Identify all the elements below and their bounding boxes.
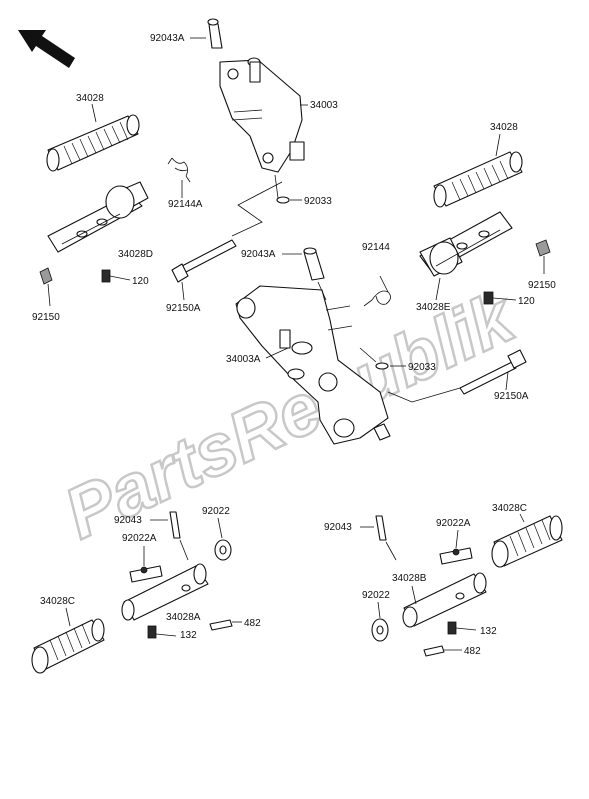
label-34003A: 34003A xyxy=(226,354,261,365)
label-92043A-mid: 92043A xyxy=(241,249,276,260)
leader-132-left xyxy=(155,633,177,637)
label-92022-left: 92022 xyxy=(202,506,230,517)
screw-132-right xyxy=(447,621,457,635)
bolt-92150-right xyxy=(535,239,551,257)
label-92150A-left: 92150A xyxy=(166,303,201,314)
screw-120-left xyxy=(101,269,111,283)
label-34028E: 34028E xyxy=(416,302,451,313)
washer-92022-left xyxy=(214,539,232,561)
footpeg-34028E xyxy=(419,211,513,277)
spring-92144A xyxy=(167,157,191,183)
rubber-34028C-right xyxy=(491,515,563,568)
bolt-92150-left xyxy=(39,267,53,285)
rubber-34028-left xyxy=(46,114,140,172)
pin-482-left xyxy=(209,619,233,631)
plate-92022A-right xyxy=(439,547,473,565)
label-92144: 92144 xyxy=(362,242,390,253)
leader-92033-mid xyxy=(359,347,377,363)
leader-92150A-left xyxy=(181,281,185,301)
footpeg-34028D xyxy=(47,181,149,253)
leader-132-right xyxy=(455,627,477,631)
label-132-left: 132 xyxy=(180,630,197,641)
leader-34028-right xyxy=(495,133,501,157)
spring-92144 xyxy=(363,275,391,307)
rubber-34028C-left xyxy=(31,618,105,674)
label-482-left: 482 xyxy=(244,618,261,629)
label-92150-left: 92150 xyxy=(32,312,60,323)
label-34028-right: 34028 xyxy=(490,122,518,133)
pin-92043-right xyxy=(375,515,387,541)
leader-34028C-right xyxy=(519,513,525,523)
leader-pin-92043-left xyxy=(179,539,189,561)
label-92022A-right: 92022A xyxy=(436,518,471,529)
leader-92022A-right xyxy=(455,529,459,549)
leader-bolt-right xyxy=(387,387,461,403)
leader-34028-left xyxy=(91,103,97,123)
pin-482-right xyxy=(423,645,445,657)
plate-92022A-left xyxy=(129,565,163,583)
leader-92150-left xyxy=(47,283,51,307)
leader-92033-top xyxy=(274,174,279,199)
pin-92043A-mid xyxy=(303,247,325,281)
label-92150A-right: 92150A xyxy=(494,391,529,402)
bolt-92150A-right xyxy=(459,349,527,395)
leader-92022-right xyxy=(377,601,381,619)
footpeg-34028A xyxy=(121,563,209,621)
direction-arrow-icon xyxy=(18,30,75,68)
label-120-right: 120 xyxy=(518,296,535,307)
leader-pin-92043-right xyxy=(385,541,397,561)
pin-92043-left xyxy=(169,511,181,539)
label-92043A-top: 92043A xyxy=(150,33,185,44)
label-92022-right: 92022 xyxy=(362,590,390,601)
label-34028B: 34028B xyxy=(392,573,427,584)
leader-34003A xyxy=(265,347,289,359)
leader-pin-mid xyxy=(317,281,327,301)
bolt-92150A-left xyxy=(171,239,237,283)
washer-92022-right xyxy=(371,618,389,642)
cotter-92033-mid xyxy=(375,362,389,370)
label-92033-mid: 92033 xyxy=(408,362,436,373)
leader-34028E xyxy=(435,277,441,301)
label-92150-right: 92150 xyxy=(528,280,556,291)
screw-120-right xyxy=(483,291,494,305)
screw-132-left xyxy=(147,625,157,639)
rubber-34028-right xyxy=(433,151,523,208)
label-482-right: 482 xyxy=(464,646,481,657)
footpeg-34028B xyxy=(402,572,487,628)
leader-bolt-left xyxy=(231,181,283,237)
label-34028A: 34028A xyxy=(166,612,201,623)
label-92022A-left: 92022A xyxy=(122,533,157,544)
leader-34028C-left xyxy=(65,607,71,627)
leader-92022-left xyxy=(217,517,223,539)
label-34028C-left: 34028C xyxy=(40,596,75,607)
leader-34028B xyxy=(411,585,417,605)
label-34003: 34003 xyxy=(310,100,338,111)
label-34028C-right: 34028C xyxy=(492,503,527,514)
leader-92150A-right xyxy=(505,371,509,391)
label-120-left: 120 xyxy=(132,276,149,287)
bracket-34003 xyxy=(219,57,305,173)
label-92043-left: 92043 xyxy=(114,515,142,526)
leader-120-left xyxy=(109,275,131,281)
label-34028D: 34028D xyxy=(118,249,153,260)
label-92144A: 92144A xyxy=(168,199,203,210)
cotter-92033-top xyxy=(276,196,290,204)
label-34028-left: 34028 xyxy=(76,93,104,104)
leader-120-right xyxy=(492,297,517,301)
pin-92043A-top xyxy=(207,18,223,49)
label-92033-top: 92033 xyxy=(304,196,332,207)
label-132-right: 132 xyxy=(480,626,497,637)
label-92043-right: 92043 xyxy=(324,522,352,533)
